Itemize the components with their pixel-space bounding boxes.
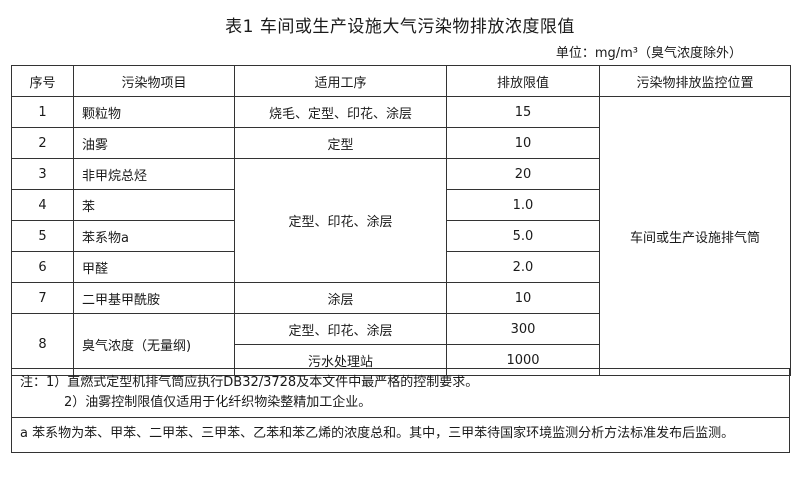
cell-item: 臭气浓度（无量纲) — [73, 313, 235, 376]
cell-limit: 2.0 — [446, 251, 600, 283]
cell-no: 1 — [11, 96, 74, 128]
header-row: 序号 污染物项目 适用工序 排放限值 污染物排放监控位置 — [11, 65, 791, 97]
header-monitor: 污染物排放监控位置 — [599, 65, 791, 97]
cell-no: 3 — [11, 158, 74, 190]
cell-no: 8 — [11, 313, 74, 376]
cell-item: 甲醛 — [73, 251, 235, 283]
header-limit: 排放限值 — [446, 65, 600, 97]
cell-no: 4 — [11, 189, 74, 221]
cell-monitor-location: 车间或生产设施排气筒 — [599, 96, 791, 376]
cell-limit: 10 — [446, 282, 600, 314]
cell-process: 涂层 — [234, 282, 447, 314]
cell-process-merged: 定型、印花、涂层 — [234, 158, 447, 283]
cell-limit: 1.0 — [446, 189, 600, 221]
cell-no: 5 — [11, 220, 74, 252]
cell-limit: 10 — [446, 127, 600, 159]
cell-item: 颗粒物 — [73, 96, 235, 128]
table-row: 污水处理站 1000 — [12, 344, 791, 376]
note-1: 注：1）直燃式定型机排气筒应执行DB32/3728及本文件中最严格的控制要求。 — [20, 375, 479, 390]
notes-box: 注：1）直燃式定型机排气筒应执行DB32/3728及本文件中最严格的控制要求。 … — [11, 368, 790, 453]
header-no: 序号 — [11, 65, 74, 97]
cell-no: 2 — [11, 127, 74, 159]
emission-limits-table: 序号 污染物项目 适用工序 排放限值 污染物排放监控位置 1 颗粒物 烧毛、定型… — [11, 65, 791, 376]
cell-limit: 20 — [446, 158, 600, 190]
table-row: 4 苯 1.0 — [11, 189, 791, 221]
cell-item: 二甲基甲酰胺 — [73, 282, 235, 314]
cell-no: 6 — [11, 251, 74, 283]
table-row: 7 二甲基甲酰胺 涂层 10 — [11, 282, 791, 314]
cell-limit: 5.0 — [446, 220, 600, 252]
table-title: 表1 车间或生产设施大气污染物排放浓度限值 — [225, 17, 575, 37]
table-row: 1 颗粒物 烧毛、定型、印花、涂层 15 车间或生产设施排气筒 — [11, 96, 791, 376]
table-row: 5 苯系物a 5.0 — [11, 220, 791, 252]
cell-item: 苯 — [73, 189, 235, 221]
header-item: 污染物项目 — [73, 65, 235, 97]
cell-item: 非甲烷总烃 — [73, 158, 235, 190]
cell-item: 苯系物a — [73, 220, 235, 252]
cell-process: 定型、印花、涂层 — [234, 313, 447, 345]
note-2: 2）油雾控制限值仅适用于化纤织物染整精加工企业。 — [64, 395, 372, 410]
cell-limit: 15 — [446, 96, 600, 128]
cell-no: 7 — [11, 282, 74, 314]
cell-process: 污水处理站 — [234, 344, 447, 376]
footnote-a: a 苯系物为苯、甲苯、二甲苯、三甲苯、乙苯和苯乙烯的浓度总和。其中，三甲苯待国家… — [12, 417, 789, 452]
cell-process: 定型 — [234, 127, 447, 159]
cell-limit: 1000 — [446, 344, 600, 376]
cell-process: 烧毛、定型、印花、涂层 — [234, 96, 447, 128]
header-process: 适用工序 — [234, 65, 447, 97]
cell-item: 油雾 — [73, 127, 235, 159]
table-row: 3 非甲烷总烃 定型、印花、涂层 20 — [11, 158, 791, 283]
unit-note: 单位：mg/m³（臭气浓度除外） — [555, 46, 742, 61]
cell-limit: 300 — [446, 313, 600, 345]
